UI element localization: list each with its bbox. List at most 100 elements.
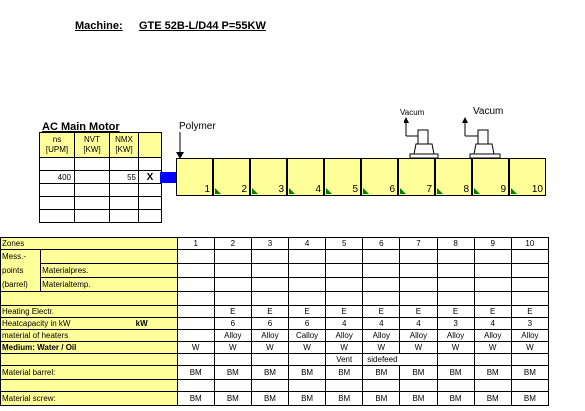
screw-material-cell[interactable]: BM: [362, 391, 401, 406]
barrel-8[interactable]: 8: [435, 158, 472, 196]
heatcap-cell[interactable]: 3: [510, 317, 550, 330]
cell[interactable]: [473, 379, 512, 392]
sidefeed-cell[interactable]: sidefeed: [362, 353, 438, 366]
barrel-material-cell[interactable]: BM: [436, 365, 475, 380]
screw-material-cell[interactable]: BM: [176, 391, 215, 406]
cell[interactable]: [510, 249, 550, 264]
heaters-cell[interactable]: Calloy: [288, 329, 327, 342]
cell[interactable]: [362, 263, 401, 278]
vent-cell[interactable]: Vent: [325, 353, 364, 366]
medium-cell[interactable]: W: [473, 341, 512, 354]
barrel-material-cell[interactable]: BM: [176, 365, 215, 380]
medium-cell[interactable]: W: [250, 341, 290, 354]
heating-cell[interactable]: E: [250, 305, 290, 318]
motor-speed-value[interactable]: 400: [39, 170, 75, 184]
barrel-6[interactable]: 6: [361, 158, 398, 196]
cell[interactable]: [325, 291, 364, 306]
heating-cell[interactable]: E: [399, 305, 438, 318]
heating-cell[interactable]: E: [213, 305, 252, 318]
heating-cell[interactable]: E: [473, 305, 512, 318]
heaters-cell[interactable]: Alloy: [325, 329, 364, 342]
cell[interactable]: [288, 277, 327, 292]
cell[interactable]: [510, 353, 550, 366]
cell[interactable]: [399, 291, 438, 306]
cell[interactable]: [213, 249, 252, 264]
heating-cell[interactable]: E: [362, 305, 401, 318]
cell[interactable]: [325, 249, 364, 264]
cell[interactable]: [473, 277, 512, 292]
motor-nvt-value[interactable]: [74, 170, 110, 184]
cell[interactable]: [473, 353, 512, 366]
heatcap-cell[interactable]: 4: [473, 317, 512, 330]
heatcap-cell[interactable]: 3: [436, 317, 475, 330]
cell[interactable]: [436, 379, 475, 392]
barrel-material-cell[interactable]: BM: [473, 365, 512, 380]
barrel-9[interactable]: 9: [472, 158, 509, 196]
medium-cell[interactable]: W: [399, 341, 438, 354]
medium-cell[interactable]: W: [176, 341, 215, 354]
cell[interactable]: [250, 263, 290, 278]
heaters-cell[interactable]: Alloy: [473, 329, 512, 342]
cell[interactable]: [362, 249, 401, 264]
cell[interactable]: [436, 353, 475, 366]
cell[interactable]: [436, 277, 475, 292]
heatcap-cell[interactable]: 6: [250, 317, 290, 330]
heating-cell[interactable]: E: [325, 305, 364, 318]
cell[interactable]: [399, 379, 438, 392]
cell[interactable]: [436, 291, 475, 306]
medium-cell[interactable]: W: [436, 341, 475, 354]
cell[interactable]: [250, 291, 290, 306]
heaters-cell[interactable]: Alloy: [250, 329, 290, 342]
barrel-4[interactable]: 4: [287, 158, 324, 196]
screw-material-cell[interactable]: BM: [436, 391, 475, 406]
barrel-10[interactable]: 10: [509, 158, 546, 196]
heating-cell[interactable]: [176, 305, 215, 318]
cell[interactable]: [288, 291, 327, 306]
heating-cell[interactable]: E: [288, 305, 327, 318]
barrel-material-cell[interactable]: BM: [362, 365, 401, 380]
motor-power-value[interactable]: 55: [109, 170, 139, 184]
cell[interactable]: [473, 249, 512, 264]
cell[interactable]: [288, 379, 327, 392]
cell[interactable]: [213, 277, 252, 292]
barrel-material-cell[interactable]: BM: [213, 365, 252, 380]
cell[interactable]: [436, 249, 475, 264]
cell[interactable]: [176, 263, 215, 278]
cell[interactable]: [213, 353, 252, 366]
barrel-5[interactable]: 5: [324, 158, 361, 196]
barrel-material-cell[interactable]: BM: [399, 365, 438, 380]
screw-material-cell[interactable]: BM: [213, 391, 252, 406]
cell[interactable]: [325, 379, 364, 392]
heatcap-cell[interactable]: 4: [325, 317, 364, 330]
cell[interactable]: [288, 263, 327, 278]
cell[interactable]: [176, 277, 215, 292]
cell[interactable]: [250, 379, 290, 392]
heaters-cell[interactable]: Alloy: [399, 329, 438, 342]
heatcap-cell[interactable]: 4: [362, 317, 401, 330]
cell[interactable]: [250, 249, 290, 264]
heaters-cell[interactable]: Alloy: [436, 329, 475, 342]
cell[interactable]: [362, 379, 401, 392]
medium-cell[interactable]: W: [510, 341, 550, 354]
cell[interactable]: [473, 291, 512, 306]
medium-cell[interactable]: W: [213, 341, 252, 354]
motor-mark[interactable]: X: [138, 170, 162, 184]
heaters-cell[interactable]: Alloy: [362, 329, 401, 342]
cell[interactable]: [176, 353, 215, 366]
cell[interactable]: [399, 277, 438, 292]
heating-cell[interactable]: E: [436, 305, 475, 318]
heatcap-cell[interactable]: 4: [399, 317, 438, 330]
heating-cell[interactable]: E: [510, 305, 550, 318]
screw-material-cell[interactable]: BM: [473, 391, 512, 406]
cell[interactable]: [510, 291, 550, 306]
cell[interactable]: [250, 353, 290, 366]
screw-material-cell[interactable]: BM: [399, 391, 438, 406]
barrel-material-cell[interactable]: BM: [250, 365, 290, 380]
cell[interactable]: [325, 277, 364, 292]
cell[interactable]: [510, 263, 550, 278]
heatcap-cell[interactable]: [176, 317, 215, 330]
medium-cell[interactable]: W: [288, 341, 327, 354]
heaters-cell[interactable]: Alloy: [510, 329, 550, 342]
cell[interactable]: [510, 379, 550, 392]
cell[interactable]: [436, 263, 475, 278]
